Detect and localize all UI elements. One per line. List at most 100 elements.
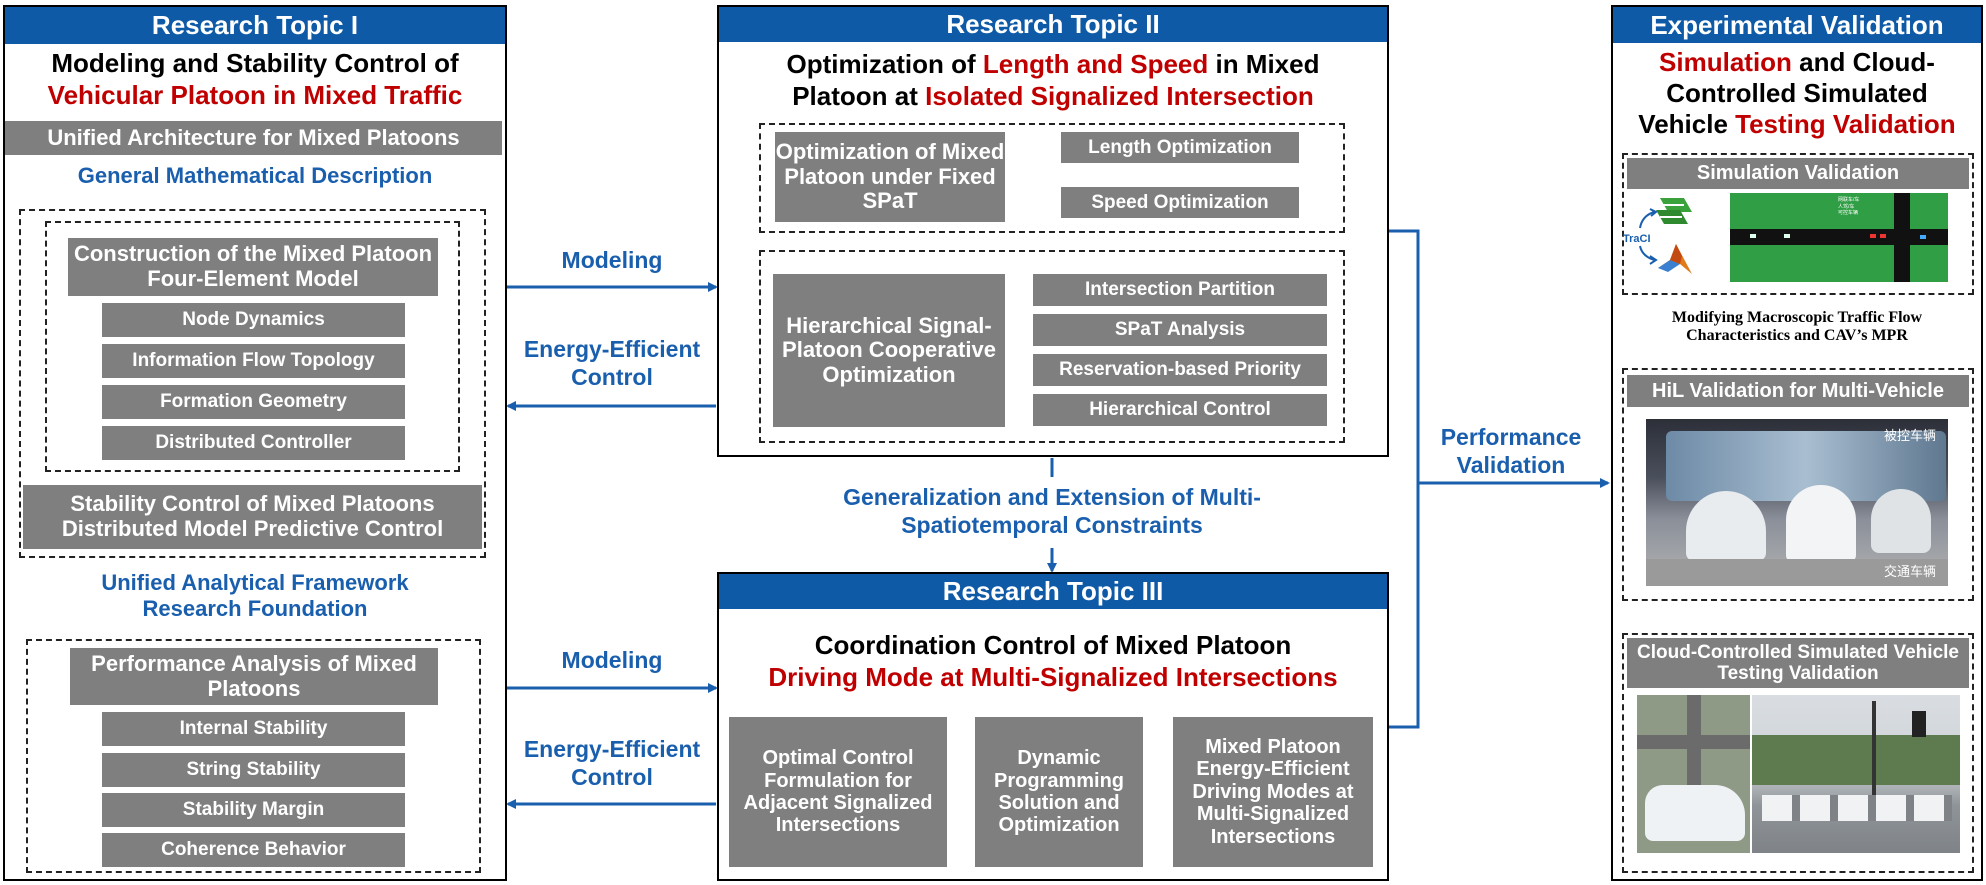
cloud-photo-aerial xyxy=(1637,695,1750,853)
information-flow-topology-box: Information Flow Topology xyxy=(102,344,405,378)
street-trees xyxy=(1752,735,1960,785)
topic1-title-line2: Vehicular Platoon in Mixed Traffic xyxy=(47,79,463,110)
aerial-road-v xyxy=(1687,695,1701,785)
topic2-title-line2: Platoon at Isolated Signalized Intersect… xyxy=(722,81,1384,113)
distributed-controller-box: Distributed Controller xyxy=(102,426,405,460)
validation-title-line3: Vehicle Testing Validation xyxy=(1614,109,1980,140)
hil-validation-box: HiL Validation for Multi-Vehicle xyxy=(1627,375,1969,407)
construction-box: Construction of the Mixed Platoon Four-E… xyxy=(68,238,438,296)
topic2-header: Research Topic II xyxy=(719,7,1387,42)
general-description-label: General Mathematical Description xyxy=(77,163,433,188)
unified-framework-line1: Unified Analytical Framework xyxy=(101,570,409,595)
sim-car-2 xyxy=(1784,234,1790,238)
fixed-spat-group xyxy=(759,123,1345,233)
topic2-title-d: Platoon at xyxy=(792,80,926,111)
matlab-logo-icon xyxy=(1656,238,1694,278)
generalization-label: Generalization and Extension of Multi- S… xyxy=(740,484,1364,539)
topic3-title-line2: Driving Mode at Multi-Signalized Interse… xyxy=(768,661,1338,692)
topic1-model-group xyxy=(19,209,486,558)
intersection-partition-box: Intersection Partition xyxy=(1033,274,1327,306)
energy-label-bottom: Energy-Efficient Control xyxy=(510,736,714,791)
street-carts xyxy=(1762,795,1952,821)
modifying-line2: Characteristics and CAV’s MPR xyxy=(1686,327,1908,345)
energy-bottom-line1: Energy-Efficient xyxy=(523,736,701,762)
sim-car-5 xyxy=(1920,235,1926,239)
spat-analysis-box: SPaT Analysis xyxy=(1033,314,1327,346)
hil-label-controlled: 被控车辆 xyxy=(1883,429,1936,444)
topic2-title: Optimization of Length and Speed in Mixe… xyxy=(722,49,1384,112)
cloud-validation-box: Cloud-Controlled Simulated Vehicle Testi… xyxy=(1627,638,1969,688)
coherence-behavior-box: Coherence Behavior xyxy=(102,833,405,867)
validation-title-line1: Simulation and Cloud- xyxy=(1614,47,1980,78)
cloud-photo-street xyxy=(1752,695,1960,853)
sim-legend-3: 可控车辆 xyxy=(1838,210,1859,216)
topic2-title-line1: Optimization of Length and Speed in Mixe… xyxy=(722,49,1384,81)
topic2-title-e: Isolated Signalized Intersection xyxy=(925,80,1314,111)
street-light xyxy=(1912,711,1926,737)
performance-validation-label: Performance Validation xyxy=(1420,424,1602,479)
energy-label-top: Energy-Efficient Control xyxy=(510,336,714,391)
fixed-spat-box: Optimization of Mixed Platoon under Fixe… xyxy=(775,132,1005,222)
cloud-group xyxy=(1622,633,1974,873)
unified-framework-label: Unified Analytical Framework Research Fo… xyxy=(8,570,502,623)
validation-title-a: Simulation xyxy=(1659,47,1792,77)
performance-bracket xyxy=(1388,229,1420,729)
stability-control-line2: Distributed Model Predictive Control xyxy=(61,516,444,541)
hierarchical-control-box: Hierarchical Control xyxy=(1033,394,1327,426)
traci-arrows-icon xyxy=(1636,206,1658,266)
topic1-title-line1: Modeling and Stability Control of xyxy=(51,48,459,78)
hil-group xyxy=(1622,368,1974,601)
aerial-vehicle xyxy=(1645,785,1745,841)
traci-label: TraCI xyxy=(1623,233,1651,245)
topic3-title: Coordination Control of Mixed Platoon Dr… xyxy=(722,630,1384,693)
topic1-header: Research Topic I xyxy=(5,7,505,44)
performance-analysis-box: Performance Analysis of Mixed Platoons xyxy=(70,648,438,705)
energy-top-line2: Control xyxy=(571,363,653,390)
modifying-traffic-label: Modifying Macroscopic Traffic Flow Chara… xyxy=(1614,309,1980,346)
performance-line1: Performance xyxy=(1440,424,1582,450)
step1-box: Optimal Control Formulation for Adjacent… xyxy=(729,717,947,867)
sim-legend-2: 人驾/车 xyxy=(1838,203,1855,210)
modeling-label-top: Modeling xyxy=(561,247,663,273)
speed-optimization-box: Speed Optimization xyxy=(1061,187,1299,218)
validation-title-b: and Cloud- xyxy=(1791,47,1935,77)
performance-line2: Validation xyxy=(1456,451,1566,478)
validation-title-d: Vehicle xyxy=(1638,109,1736,140)
string-stability-box: String Stability xyxy=(102,753,405,787)
stability-margin-box: Stability Margin xyxy=(102,793,405,827)
node-dynamics-box: Node Dynamics xyxy=(102,303,405,337)
topic1-performance-group xyxy=(26,639,481,873)
sim-road-vertical xyxy=(1894,193,1910,282)
stability-control-box: Stability Control of Mixed Platoons Dist… xyxy=(23,485,482,549)
validation-title: Simulation and Cloud- Controlled Simulat… xyxy=(1614,47,1980,141)
step3-box: Mixed Platoon Energy-Efficient Driving M… xyxy=(1173,717,1373,867)
energy-bottom-line2: Control xyxy=(571,763,653,790)
modifying-line1: Modifying Macroscopic Traffic Flow xyxy=(1671,309,1923,326)
topic2-title-a: Optimization of xyxy=(786,49,983,79)
sim-legend-1: 网联车/车 xyxy=(1838,197,1860,203)
simulation-validation-box: Simulation Validation xyxy=(1627,158,1969,189)
hierarchical-group xyxy=(759,250,1345,443)
sim-road-horizontal xyxy=(1730,229,1948,245)
sim-legend: 网联车/车 人驾/车 可控车辆 xyxy=(1838,197,1859,217)
sim-car-1 xyxy=(1750,234,1756,238)
formation-geometry-box: Formation Geometry xyxy=(102,385,405,419)
unified-architecture-box: Unified Architecture for Mixed Platoons xyxy=(5,121,502,155)
length-optimization-box: Length Optimization xyxy=(1061,132,1299,163)
topic1-four-element-group xyxy=(45,221,460,472)
step2-box: Dynamic Programming Solution and Optimiz… xyxy=(975,717,1143,867)
generalization-line2: Spatiotemporal Constraints xyxy=(901,511,1203,538)
sim-car-4 xyxy=(1880,234,1886,238)
simulation-group xyxy=(1622,153,1974,295)
hil-photo: 被控车辆 交通车辆 xyxy=(1646,419,1948,586)
sumo-logo-icon xyxy=(1654,194,1694,228)
hil-pod-3 xyxy=(1871,489,1931,553)
hil-floor xyxy=(1646,559,1948,586)
hil-pod-1 xyxy=(1686,491,1766,561)
hil-label-traffic: 交通车辆 xyxy=(1883,565,1936,580)
validation-title-e: Testing Validation xyxy=(1735,109,1956,140)
simulation-screenshot: 网联车/车 人驾/车 可控车辆 xyxy=(1730,193,1948,282)
sim-car-3 xyxy=(1870,234,1876,238)
street-pole xyxy=(1872,701,1876,801)
topic2-title-c: in Mixed xyxy=(1208,49,1320,79)
